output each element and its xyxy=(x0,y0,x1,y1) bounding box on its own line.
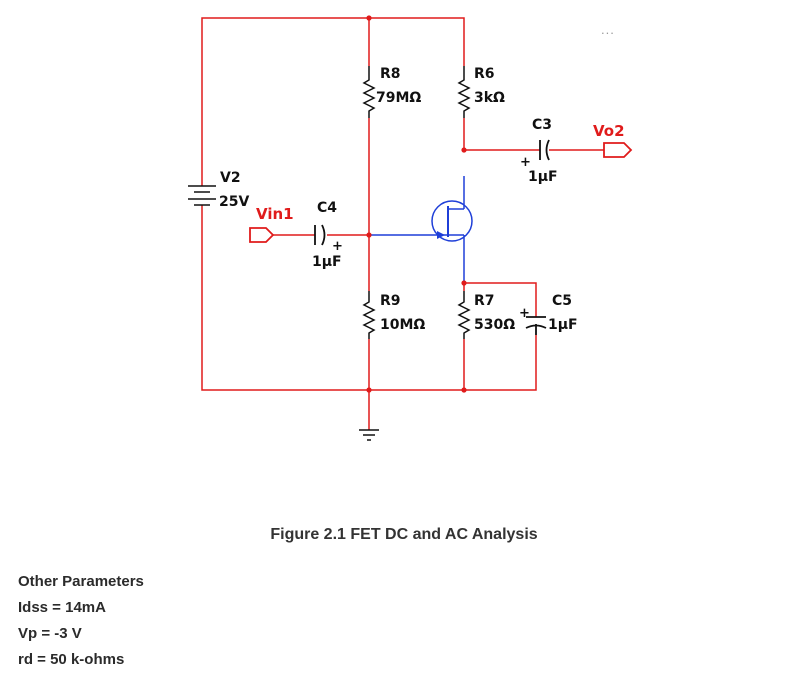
node-top-r8 xyxy=(366,15,372,21)
parameter-idss: Idss = 14mA xyxy=(18,599,106,616)
r6-name: R6 xyxy=(474,66,495,82)
resistors xyxy=(362,66,471,339)
other-parameters: Other Parameters Idss = 14mA Vp = -3 V r… xyxy=(18,572,144,676)
c5-value: 1μF xyxy=(548,317,578,333)
r9-name: R9 xyxy=(380,293,401,309)
c3-plus: + xyxy=(520,155,531,170)
vin-label: Vin1 xyxy=(256,205,294,223)
wire-top-rail xyxy=(201,17,465,186)
node-bottom-r7 xyxy=(461,387,467,393)
vout-label: Vo2 xyxy=(593,122,625,140)
jfet-body xyxy=(431,200,473,242)
figure-caption: Figure 2.1 FET DC and AC Analysis xyxy=(270,526,538,543)
r9-value: 10MΩ xyxy=(380,317,425,333)
wire-source-to-c5 xyxy=(464,282,537,317)
c5-plus: + xyxy=(519,306,530,321)
battery-v2 xyxy=(188,185,216,206)
v2-value: 25V xyxy=(219,194,249,210)
more-options-icon[interactable]: ... xyxy=(601,22,615,37)
r8-value: 79MΩ xyxy=(376,90,421,106)
wires xyxy=(201,17,604,430)
ground-icon xyxy=(359,429,379,441)
r7-name: R7 xyxy=(474,293,495,309)
c4-name: C4 xyxy=(317,200,337,216)
node-gate xyxy=(366,232,372,238)
r7-value: 530Ω xyxy=(474,317,515,333)
resistor-r8-symbol xyxy=(362,66,376,118)
resistor-r7-symbol xyxy=(457,291,471,339)
capacitor-c4-plate-b xyxy=(321,224,326,246)
node-drain xyxy=(461,147,467,153)
jfet-gate-arrow xyxy=(437,231,445,239)
node-bottom-r9 xyxy=(366,387,372,393)
junction-nodes xyxy=(366,15,467,393)
c3-value: 1μF xyxy=(528,169,558,185)
c5-name: C5 xyxy=(552,293,572,309)
jfet xyxy=(369,176,473,281)
c4-value: 1μF xyxy=(312,254,342,270)
circuit-diagram: V2 25V R8 79MΩ R6 3kΩ C3 1μF + C4 1μF + … xyxy=(188,15,633,441)
vin-port-icon[interactable] xyxy=(249,227,275,243)
c3-name: C3 xyxy=(532,117,552,133)
parameters-heading: Other Parameters xyxy=(18,573,144,590)
resistor-r9-symbol xyxy=(362,291,376,339)
r8-name: R8 xyxy=(380,66,401,82)
resistor-r6-symbol xyxy=(457,66,471,118)
capacitor-c3-plate-b xyxy=(545,139,550,161)
vout-port-icon[interactable] xyxy=(603,142,633,158)
v2-name: V2 xyxy=(220,170,241,186)
parameter-vp: Vp = -3 V xyxy=(18,625,82,642)
node-source xyxy=(461,280,467,286)
capacitors xyxy=(314,139,550,335)
r6-value: 3kΩ xyxy=(474,90,505,106)
parameter-rd: rd = 50 k-ohms xyxy=(18,651,125,668)
c4-plus: + xyxy=(332,239,343,254)
